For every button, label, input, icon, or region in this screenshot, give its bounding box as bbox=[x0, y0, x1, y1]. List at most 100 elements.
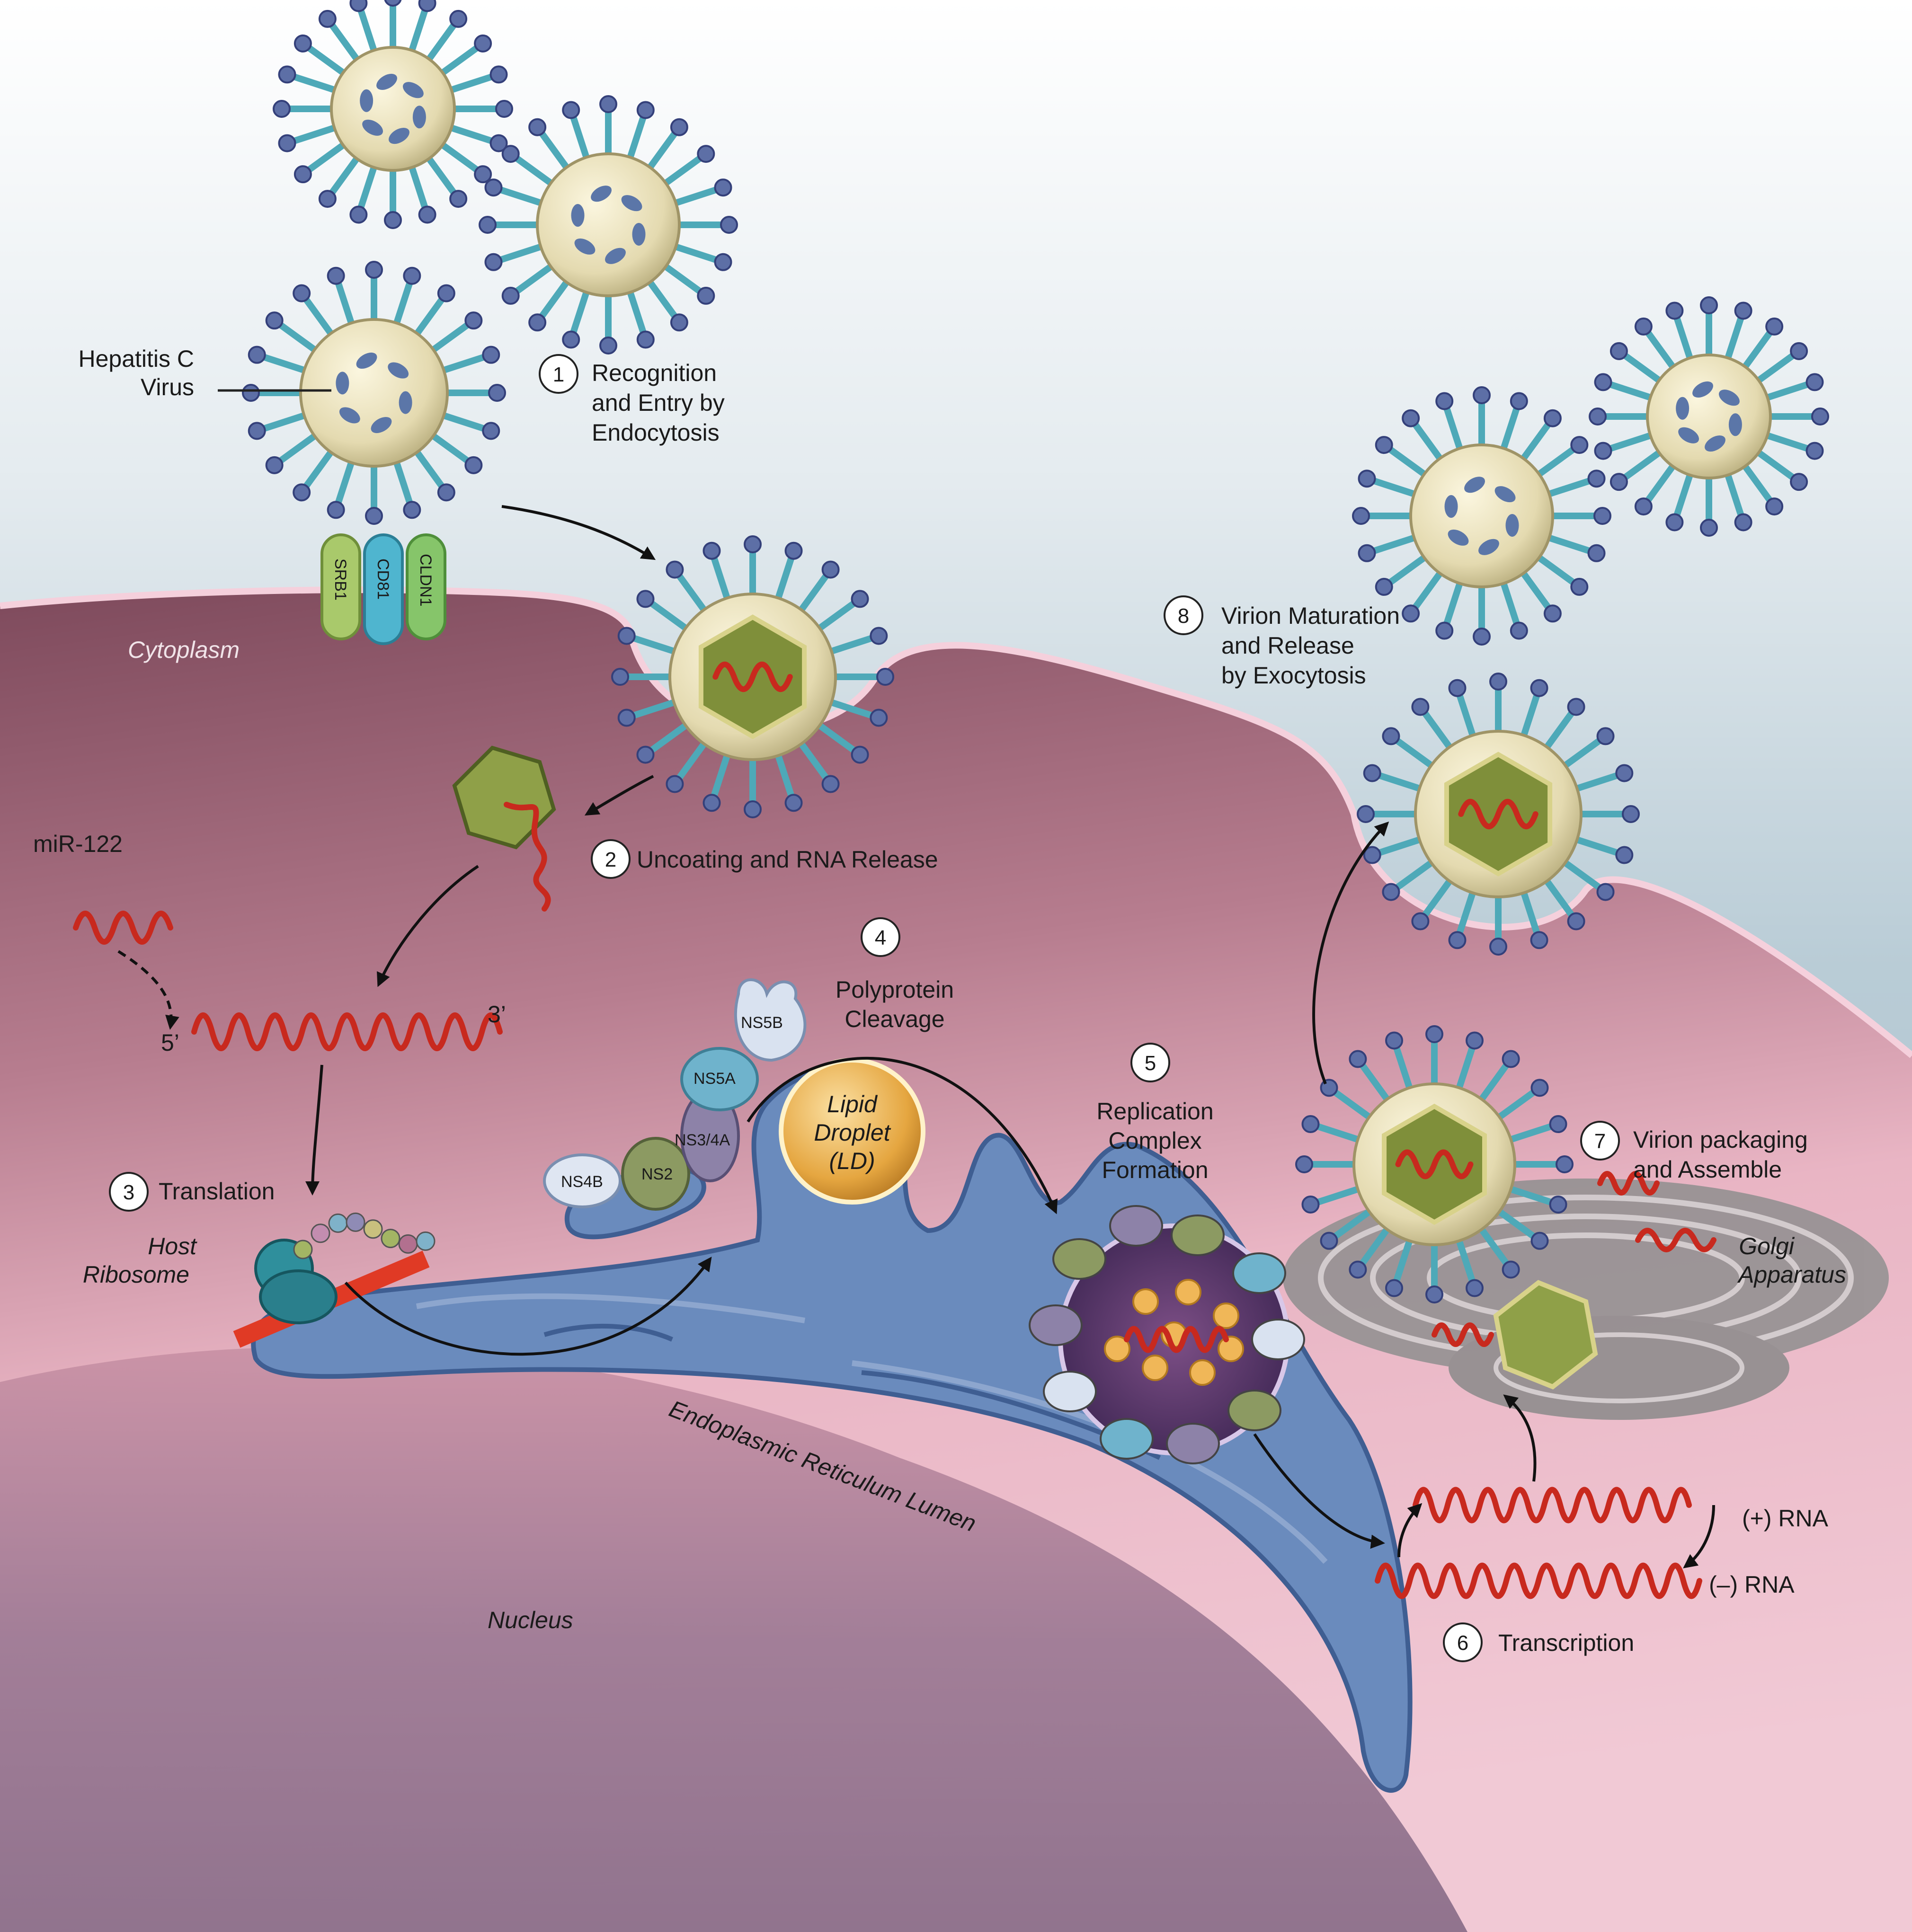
receptor-cd81-label: CD81 bbox=[374, 558, 392, 600]
lipid-droplet-label-3: (LD) bbox=[829, 1148, 875, 1174]
hcv-label-2: Virus bbox=[141, 374, 194, 400]
ns2-label: NS2 bbox=[641, 1165, 673, 1183]
step-8-badge bbox=[1164, 595, 1203, 635]
nascent-polypeptide bbox=[293, 1212, 436, 1259]
step-8-line-2: and Release bbox=[1221, 632, 1354, 659]
peptide-bead bbox=[381, 1229, 400, 1249]
step-5-line-3: Formation bbox=[1102, 1157, 1208, 1183]
ns5b-protein bbox=[734, 978, 807, 1062]
step-1-line-3: Endocytosis bbox=[592, 419, 720, 446]
nucleus-region bbox=[0, 1347, 1467, 1932]
receptors: SRB1 CD81 CLDN1 bbox=[320, 533, 446, 645]
step-3-number: 3 bbox=[123, 1181, 134, 1204]
ns5b-label: NS5B bbox=[741, 1014, 783, 1032]
step-8-line-1: Virion Maturation bbox=[1221, 603, 1400, 629]
genomic-rna bbox=[191, 1012, 503, 1051]
replication-complex bbox=[1029, 1205, 1305, 1464]
golgi-rna-1 bbox=[1432, 1322, 1494, 1347]
receptor-srb1-label: SRB1 bbox=[331, 558, 349, 601]
ns2-protein bbox=[621, 1137, 690, 1211]
ns5a-label: NS5A bbox=[694, 1070, 736, 1088]
step-1-line-2: and Entry by bbox=[592, 390, 725, 416]
step-2-line-1: Uncoating and RNA Release bbox=[637, 846, 938, 873]
plus-rna-label: (+) RNA bbox=[1742, 1505, 1829, 1532]
golgi-label-2: Apparatus bbox=[1737, 1261, 1846, 1288]
lipid-droplet-label-1: Lipid bbox=[827, 1091, 878, 1117]
uncoated-capsid bbox=[452, 745, 556, 912]
ns4b-protein bbox=[543, 1153, 622, 1208]
peptide-bead bbox=[311, 1223, 330, 1243]
virion-bound bbox=[242, 261, 506, 525]
step-6-number: 6 bbox=[1457, 1631, 1468, 1655]
step-6: 6 Transcription bbox=[1443, 1622, 1634, 1662]
step-5-line-1: Replication bbox=[1096, 1098, 1213, 1125]
step-8-number: 8 bbox=[1178, 604, 1189, 628]
virion-top-small bbox=[273, 0, 513, 229]
step-4-line-2: Cleavage bbox=[845, 1006, 944, 1032]
step-1: 1 Recognition and Entry by Endocytosis bbox=[539, 354, 725, 446]
ns5a-protein bbox=[680, 1047, 759, 1111]
peptide-bead bbox=[363, 1219, 383, 1239]
step-5: 5 Replication Complex Formation bbox=[1096, 1043, 1214, 1183]
step-7: 7 Virion packaging and Assemble bbox=[1580, 1121, 1808, 1183]
nucleus-label: Nucleus bbox=[488, 1607, 573, 1633]
step-3: 3 Translation bbox=[109, 1172, 275, 1212]
step-7-line-1: Virion packaging bbox=[1633, 1126, 1808, 1153]
mir122-label: miR-122 bbox=[33, 831, 123, 857]
ns-proteins: NS4B NS2 NS3/4A NS5A NS5B bbox=[543, 978, 807, 1211]
mir122-arrow bbox=[117, 950, 179, 1030]
host-ribosome-label-1: Host bbox=[148, 1233, 197, 1259]
cytoplasm-label: Cytoplasm bbox=[128, 637, 240, 663]
step-6-line-1: Transcription bbox=[1498, 1630, 1634, 1656]
virion-released-2 bbox=[1589, 296, 1829, 537]
peptide-bead bbox=[293, 1240, 313, 1259]
step-4-number: 4 bbox=[875, 926, 886, 949]
golgi-label-1: Golgi bbox=[1739, 1233, 1795, 1259]
cell-membrane bbox=[0, 586, 1912, 1058]
golgi-rna-3 bbox=[1597, 1171, 1660, 1196]
receptor-srb1 bbox=[320, 533, 361, 640]
receptor-cldn1 bbox=[406, 533, 446, 640]
step-4-line-1: Polyprotein bbox=[836, 976, 954, 1003]
step-1-number: 1 bbox=[553, 363, 564, 386]
step-4: 4 Polyprotein Cleavage bbox=[836, 917, 954, 1032]
virion-assembled bbox=[1295, 1025, 1574, 1303]
virion-released-1 bbox=[1352, 386, 1611, 646]
golgi-rna-2 bbox=[1635, 1228, 1716, 1252]
step-8: 8 Virion Maturation and Release by Exocy… bbox=[1164, 595, 1400, 689]
virion-top-large bbox=[479, 95, 738, 354]
step-6-badge bbox=[1443, 1622, 1483, 1662]
step-1-badge bbox=[539, 354, 578, 394]
step-7-number: 7 bbox=[1594, 1130, 1606, 1153]
hcv-label-1: Hepatitis C bbox=[78, 346, 194, 372]
host-ribosome-label-2: Ribosome bbox=[83, 1261, 189, 1288]
step-8-line-3: by Exocytosis bbox=[1221, 662, 1366, 689]
peptide-bead bbox=[398, 1234, 418, 1254]
peptide-bead bbox=[416, 1231, 436, 1251]
step-1-line-1: Recognition bbox=[592, 360, 717, 386]
step-5-number: 5 bbox=[1145, 1052, 1156, 1075]
virion-endocytosis bbox=[611, 535, 894, 818]
minus-rna-strand bbox=[1375, 1562, 1702, 1599]
minus-rna-label: (–) RNA bbox=[1709, 1571, 1795, 1598]
step-5-badge bbox=[1130, 1043, 1170, 1082]
virions bbox=[242, 0, 1829, 1303]
mir122-strand bbox=[73, 911, 173, 945]
step-4-badge bbox=[861, 917, 900, 957]
step-7-line-2: and Assemble bbox=[1633, 1156, 1782, 1183]
three-prime-label: 3’ bbox=[488, 1001, 506, 1028]
virion-exocytosis bbox=[1357, 673, 1640, 956]
step-2: 2 Uncoating and RNA Release bbox=[591, 839, 938, 879]
ns3-4a-label: NS3/4A bbox=[675, 1131, 730, 1149]
receptor-cd81 bbox=[363, 533, 404, 645]
plus-rna-strand bbox=[1413, 1487, 1692, 1524]
step-5-line-2: Complex bbox=[1108, 1127, 1201, 1154]
five-prime-label: 5’ bbox=[161, 1029, 179, 1056]
peptide-bead bbox=[328, 1213, 348, 1233]
receptor-cldn1-label: CLDN1 bbox=[417, 554, 435, 606]
step-2-number: 2 bbox=[605, 848, 616, 871]
flow-arrows bbox=[305, 505, 1715, 1569]
golgi-capsid bbox=[1493, 1280, 1598, 1390]
step-3-badge bbox=[109, 1172, 149, 1212]
